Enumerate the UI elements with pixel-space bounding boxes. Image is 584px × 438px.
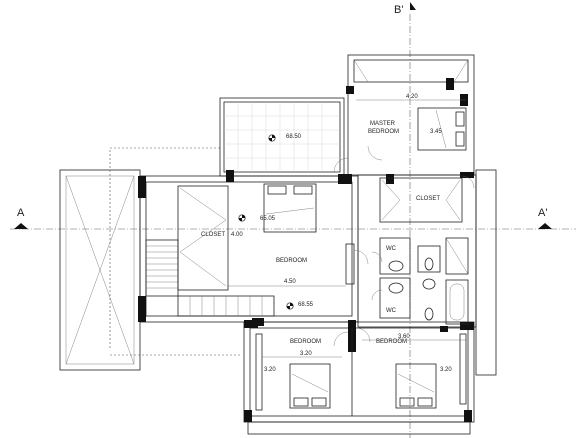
section-arrow-a-prime-icon [538, 223, 552, 229]
stair-upper-flight [145, 239, 179, 297]
lower-floor-outline [109, 147, 222, 348]
lower-bedrooms: BEDROOM 3.20 3.20 BEDROOM 3.60 3.20 [255, 327, 467, 416]
bathtub [445, 279, 469, 325]
bed-lower-left [289, 363, 331, 409]
section-marker-a: A [14, 207, 28, 229]
master-block-outline [347, 54, 475, 176]
room-label-bedroom-lower-left: BEDROOM [290, 339, 321, 345]
level-hall: 68.55 [298, 302, 314, 308]
section-label-a: A [17, 207, 25, 219]
main-block-outline [139, 175, 359, 323]
dim-master-depth: 3.45 [430, 129, 442, 135]
section-marker-b-prime: B' [394, 2, 416, 16]
terrace-door-swing [333, 157, 349, 173]
terrace: 68.50 [219, 97, 349, 177]
section-arrow-a-icon [14, 223, 28, 229]
section-arrow-b-icon [410, 2, 416, 10]
right-balcony [475, 169, 497, 376]
service-block-outline [357, 174, 477, 328]
washbasin-icon [422, 278, 436, 290]
house-walls [138, 54, 477, 435]
master-bedroom: MASTER BEDROOM 4.20 3.45 [356, 94, 467, 161]
wc-upper-outline [379, 237, 411, 275]
room-label-master-line2: BEDROOM [368, 129, 399, 135]
left-closet: CLOSET 4.00 [177, 185, 243, 291]
dim-lower-right-side: 3.20 [440, 367, 452, 373]
left-closet-outline [177, 185, 229, 291]
dim-lower-right-width: 3.60 [398, 334, 410, 340]
room-label-bedroom-main: BEDROOM [276, 258, 307, 264]
shower-upper [445, 237, 469, 275]
room-label-closet-right: CLOSET [416, 196, 440, 202]
bed-lower-right [395, 363, 437, 409]
bedroom-main: 65.05 BEDROOM 4.50 68.55 [228, 183, 369, 310]
wc-area: WC WC [371, 237, 469, 325]
room-label-wc-upper: WC [386, 246, 397, 252]
room-label-closet-left: CLOSET [201, 232, 225, 238]
sink-upper-icon [388, 260, 404, 272]
dim-lower-left-side: 3.20 [264, 367, 276, 373]
section-label-b-prime: B' [394, 4, 403, 16]
level-terrace: 68.50 [286, 134, 302, 140]
room-label-wc-lower: WC [386, 308, 397, 314]
level-bedroom: 65.05 [260, 216, 276, 222]
right-closet-outline [379, 177, 463, 223]
dim-master-width: 4.20 [406, 94, 418, 100]
wc-lower-outline [379, 277, 411, 319]
master-balcony [353, 59, 469, 83]
sink-lower-icon [388, 282, 404, 294]
left-roof-inner [65, 175, 135, 365]
staircase [145, 239, 275, 317]
lower-balcony [247, 421, 471, 435]
room-label-bedroom-lower-right: BEDROOM [376, 339, 407, 345]
terrace-outline [219, 97, 345, 177]
terrace-tiles [224, 102, 340, 172]
bed-main [263, 183, 317, 233]
toilet-lower-icon [424, 307, 434, 321]
toilet-upper-icon [424, 257, 434, 271]
right-closet: CLOSET [379, 175, 475, 223]
roof-outline [59, 147, 497, 376]
dim-lower-left-width: 3.20 [300, 351, 312, 357]
section-lines [10, 14, 576, 438]
bed-master [417, 107, 467, 151]
dim-left-closet-height: 4.00 [231, 232, 243, 238]
section-marker-a-prime: A' [538, 207, 552, 229]
dim-bedroom-width: 4.50 [284, 279, 296, 285]
room-label-master-line1: MASTER [370, 121, 396, 127]
section-label-a-prime: A' [538, 207, 547, 219]
